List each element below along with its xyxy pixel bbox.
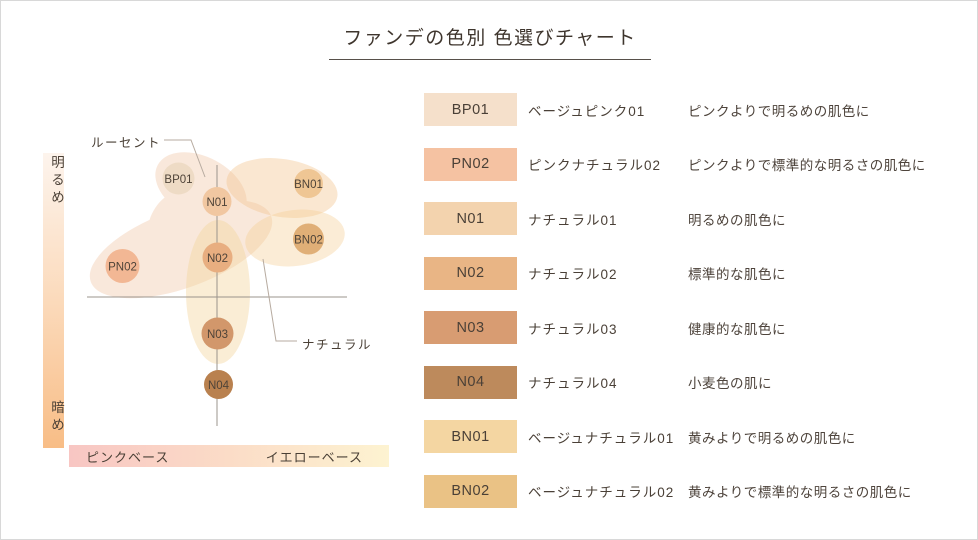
shade-name: ベージュナチュラル01	[528, 430, 675, 446]
svg-text:N01: N01	[206, 197, 227, 209]
legend-row-n02: N02 ナチュラル02 標準的な肌色に	[424, 256, 926, 290]
shade-swatch: N03	[424, 311, 517, 344]
shade-name: ナチュラル04	[528, 376, 618, 391]
svg-text:N02: N02	[207, 253, 228, 265]
svg-text:BP01: BP01	[164, 174, 192, 186]
shade-description: 黄みよりで標準的な明るさの肌色に	[688, 485, 912, 500]
svg-text:BN02: BN02	[294, 235, 323, 247]
shade-legend: BP01 ベージュピンク01 ピンクよりで明るめの肌色に PN02 ピンクナチュ…	[424, 93, 926, 508]
shade-swatch: BN01	[424, 420, 517, 453]
lucent-callout-line	[164, 139, 206, 178]
shade-name: ナチュラル03	[528, 321, 618, 337]
shade-name: ピンクナチュラル02	[528, 158, 662, 173]
shade-swatch: N02	[424, 256, 517, 290]
legend-row-n03: N03 ナチュラル03 健康的な肌色に	[424, 311, 926, 344]
shade-name: ベージュナチュラル02	[528, 485, 675, 500]
blob-natural-capsule	[186, 220, 250, 364]
legend-row-bn01: BN01 ベージュナチュラル01 黄みよりで明るめの肌色に	[424, 420, 926, 453]
point-bn01: BN01	[294, 169, 323, 198]
shade-description: 黄みよりで明るめの肌色に	[688, 430, 856, 446]
shade-name: ナチュラル01	[528, 212, 618, 228]
shade-description: 健康的な肌色に	[688, 321, 786, 337]
svg-text:PN02: PN02	[108, 262, 137, 274]
x-axis-right-label: イエローベース	[265, 449, 363, 465]
page-title-wrap: ファンデの色別 色選びチャート	[1, 1, 977, 60]
natural-annotation: ナチュラル	[302, 338, 373, 352]
svg-text:N04: N04	[208, 380, 230, 392]
svg-text:BN01: BN01	[294, 179, 323, 191]
legend-row-bn02: BN02 ベージュナチュラル02 黄みよりで標準的な明るさの肌色に	[424, 474, 926, 508]
shade-description: ピンクよりで明るめの肌色に	[688, 103, 870, 119]
point-n03: N03	[201, 317, 234, 350]
y-axis-bottom-label: 暗め	[49, 400, 64, 435]
legend-row-bp01: BP01 ベージュピンク01 ピンクよりで明るめの肌色に	[424, 93, 926, 126]
point-bn02: BN02	[293, 223, 324, 255]
legend-row-pn02: PN02 ピンクナチュラル02 ピンクよりで標準的な明るさの肌色に	[424, 147, 926, 181]
y-axis-top-label: 明るめ	[49, 155, 64, 208]
shade-name: ナチュラル02	[528, 267, 618, 282]
shade-swatch: PN02	[424, 147, 517, 181]
legend-row-n04: N04 ナチュラル04 小麦色の肌に	[424, 365, 926, 399]
lucent-annotation: ルーセント	[91, 136, 162, 150]
shade-swatch: N01	[424, 202, 517, 235]
shade-description: 小麦色の肌に	[688, 376, 772, 391]
shade-swatch: BP01	[424, 93, 517, 126]
point-n01: N01	[202, 187, 232, 216]
color-map-chart: BP01 PN02 N01 N02 N03 N04 BN01 BN02	[87, 139, 347, 426]
point-n02: N02	[202, 242, 233, 273]
brightness-gradient-bar	[43, 153, 64, 448]
legend-row-n01: N01 ナチュラル01 明るめの肌色に	[424, 202, 926, 235]
shade-description: 明るめの肌色に	[688, 212, 786, 228]
x-axis-left-label: ピンクベース	[86, 449, 170, 465]
shade-swatch: BN02	[424, 474, 517, 508]
shade-name: ベージュピンク01	[528, 103, 646, 119]
point-bp01: BP01	[162, 162, 195, 195]
page-title: ファンデの色別 色選びチャート	[329, 23, 651, 60]
shade-description: ピンクよりで標準的な明るさの肌色に	[688, 158, 926, 173]
svg-text:N03: N03	[207, 329, 228, 341]
shade-description: 標準的な肌色に	[688, 267, 786, 282]
point-n04: N04	[204, 370, 233, 399]
shade-swatch: N04	[424, 365, 517, 399]
base-tone-gradient-bar: ピンクベース イエローベース	[69, 445, 389, 467]
natural-callout-line	[262, 258, 297, 342]
point-pn02: PN02	[105, 249, 140, 283]
